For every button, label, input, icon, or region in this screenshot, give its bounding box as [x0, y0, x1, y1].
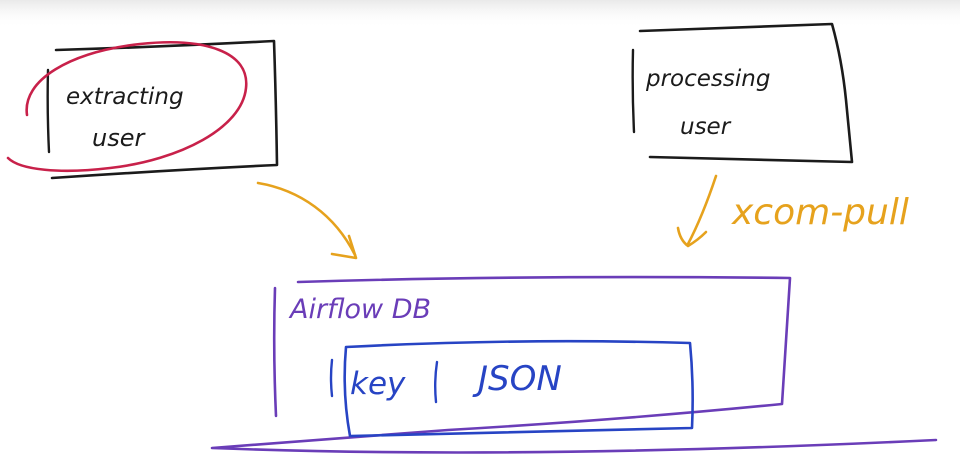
push-arrow-line [256, 181, 357, 257]
extract-label-line2: user [92, 124, 146, 152]
extract-user-node: extracting user [6, 39, 279, 180]
xcom-row: key JSON [329, 339, 694, 438]
db-title: Airflow DB [288, 294, 431, 325]
extract-label-line1: extracting [66, 84, 184, 110]
pull-arrow-line [686, 174, 718, 246]
extract-box-outline [50, 39, 279, 180]
row-key: key [350, 366, 406, 402]
airflow-db-node: Airflow DB key JSON [210, 275, 938, 454]
db-box-outline [210, 275, 938, 454]
process-box-outline [638, 22, 854, 164]
extract-box-left-edge [46, 68, 51, 154]
row-value: JSON [472, 359, 562, 399]
process-user-node: processing user [631, 22, 854, 164]
db-box-left-edge [272, 286, 278, 418]
xcom-row-outline [343, 339, 694, 438]
top-fade [0, 0, 960, 28]
key-divider-left [329, 358, 334, 398]
process-box-left-edge [631, 48, 636, 134]
process-label-line1: processing [645, 66, 770, 92]
highlight-circle [6, 41, 248, 173]
push-arrowhead [330, 234, 358, 260]
push-arrow [256, 181, 358, 260]
pull-arrowhead [676, 226, 708, 248]
key-divider-right [434, 360, 439, 404]
pull-label: xcom-pull [731, 192, 909, 233]
process-label-line2: user [680, 114, 732, 140]
pull-arrow: xcom-pull [676, 174, 909, 248]
